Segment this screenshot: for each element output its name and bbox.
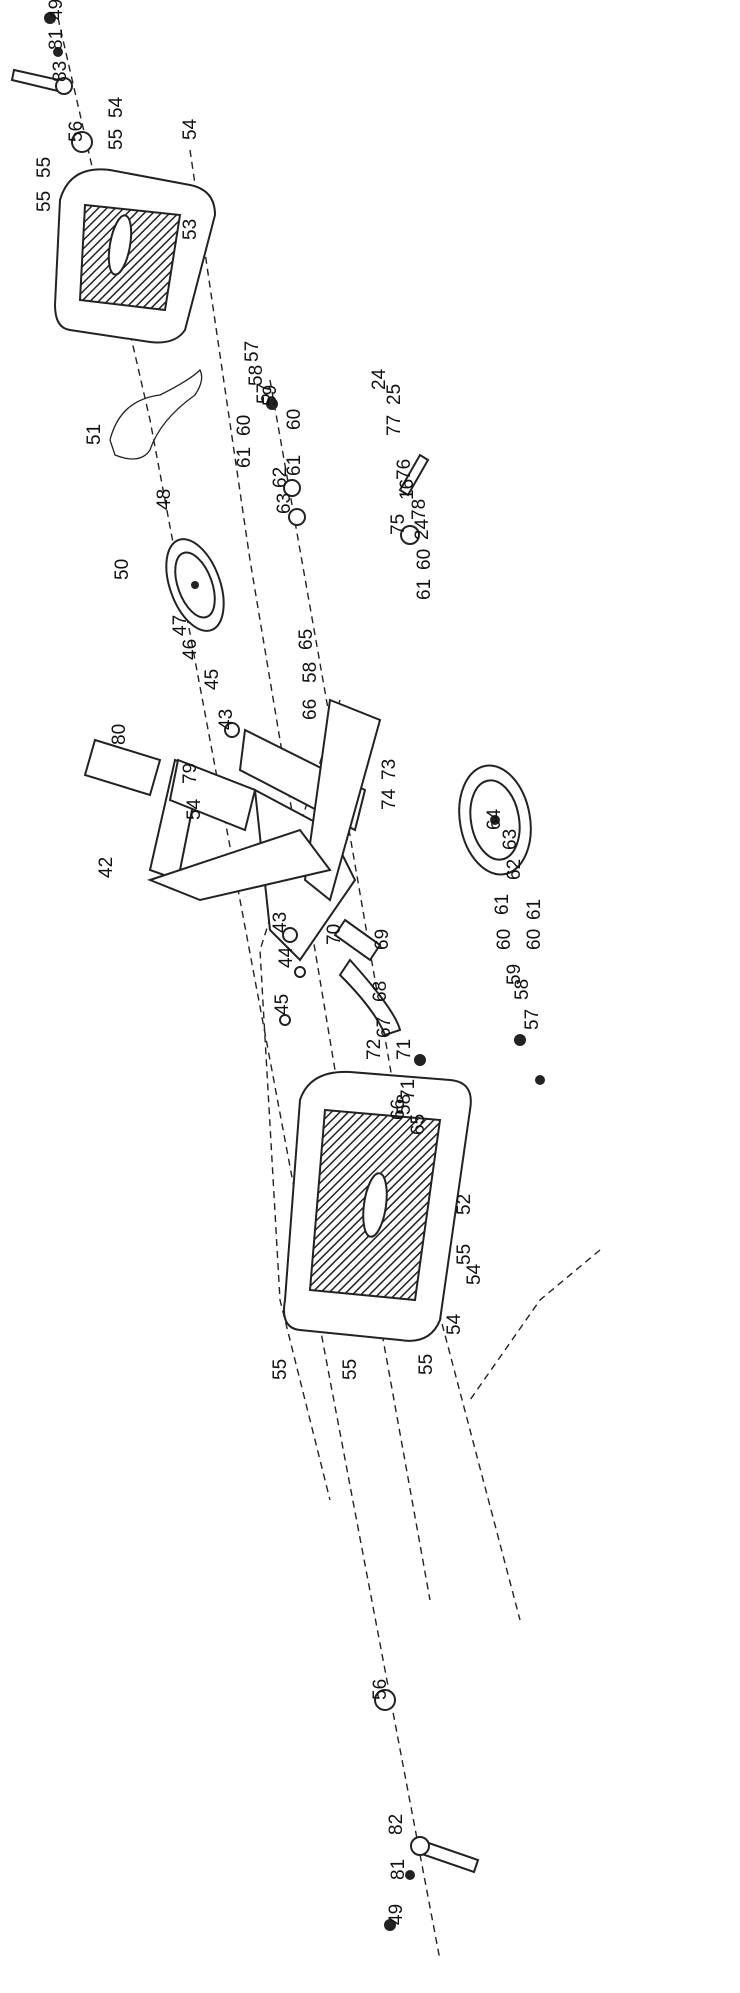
part-label-74: 74 [379,788,400,810]
part-label-55: 55 [34,191,55,212]
part-label-55: 55 [270,1359,291,1380]
part-label-63: 63 [274,493,295,514]
crank-arm-bottom [410,1836,480,1874]
idler-assembly-top [266,398,306,526]
part-label-54: 54 [464,1263,485,1285]
part-label-60: 60 [414,549,435,570]
part-label-24: 24 [369,368,390,390]
part-label-58: 58 [512,979,533,1000]
part-label-55: 55 [340,1359,361,1380]
drive-belt [109,368,203,460]
part-label-63: 63 [500,829,521,850]
part-label-66: 66 [388,1099,409,1120]
part-label-55: 55 [416,1354,437,1375]
part-label-61: 61 [492,894,513,915]
part-label-56: 56 [370,1679,391,1700]
part-label-71: 71 [394,1039,415,1060]
part-label-44: 44 [276,946,297,968]
part-label-70: 70 [324,924,345,945]
part-label-82: 82 [386,1814,407,1835]
part-label-81: 81 [388,1859,409,1880]
part-label-46: 46 [180,639,201,660]
part-label-42: 42 [96,857,117,878]
part-label-55: 55 [34,157,55,178]
part-label-60: 60 [284,409,305,430]
part-label-51: 51 [84,424,105,445]
part-label-62: 62 [504,859,525,880]
part-label-61: 61 [234,447,255,468]
part-label-57: 57 [242,341,263,362]
part-label-81: 81 [46,29,67,50]
crank-arm-top [10,68,73,95]
small-parts [44,12,545,1931]
part-label-56: 56 [66,121,87,142]
part-label-61: 61 [524,899,545,920]
part-label-66: 66 [300,699,321,720]
part-label-25: 25 [384,384,405,405]
part-label-50: 50 [112,559,133,580]
handle-grip [83,738,162,797]
part-label-45: 45 [202,669,223,690]
part-label-59: 59 [504,964,525,985]
part-label-45: 45 [272,994,293,1015]
part-label-61: 61 [284,455,305,476]
part-label-79: 79 [180,763,201,784]
part-label-78: 78 [409,499,430,520]
side-cover-top [53,168,217,344]
part-label-54: 54 [184,798,205,820]
part-label-24: 24 [412,518,433,540]
part-label-69: 69 [372,929,393,950]
part-label-52: 52 [454,1194,475,1215]
part-label-59: 59 [260,385,281,406]
part-label-65: 65 [408,1114,429,1135]
part-label-64: 64 [484,808,505,830]
part-label-54: 54 [106,96,127,118]
part-label-75: 75 [388,514,409,535]
part-label-57: 57 [254,383,275,404]
part-label-76: 76 [394,459,415,480]
part-label-55: 55 [454,1244,475,1265]
part-label-54: 54 [180,118,201,140]
part-label-73: 73 [379,759,400,780]
part-label-71: 71 [398,1079,419,1100]
part-label-60: 60 [494,929,515,950]
part-label-58: 58 [246,365,267,386]
part-label-43: 43 [270,912,291,933]
pulley-wheel [165,538,225,632]
part-label-16: 16 [397,479,418,500]
tension-bracket [398,453,430,545]
part-label-55: 55 [106,129,127,150]
part-label-80: 80 [109,724,130,745]
part-label-43: 43 [216,709,237,730]
part-label-49: 49 [386,1904,407,1925]
part-label-53: 53 [180,219,201,240]
flywheel [458,764,532,876]
part-label-60: 60 [234,415,255,436]
part-label-57: 57 [522,1009,543,1030]
part-label-77: 77 [384,415,405,436]
part-label-48: 48 [154,489,175,510]
part-label-58: 58 [394,1094,415,1115]
part-label-72: 72 [364,1039,385,1060]
part-label-68: 68 [370,981,391,1002]
part-label-61: 61 [414,579,435,600]
part-label-62: 62 [270,467,291,488]
part-label-49: 49 [46,0,67,20]
part-label-47: 47 [170,615,191,636]
part-label-54: 54 [444,1313,465,1335]
part-label-60: 60 [524,929,545,950]
main-frame [147,698,382,962]
part-label-65: 65 [296,629,317,650]
part-label-67: 67 [374,1017,395,1038]
part-label-83: 83 [50,61,71,82]
side-cover-bottom [283,1070,472,1342]
part-label-58: 58 [300,662,321,683]
